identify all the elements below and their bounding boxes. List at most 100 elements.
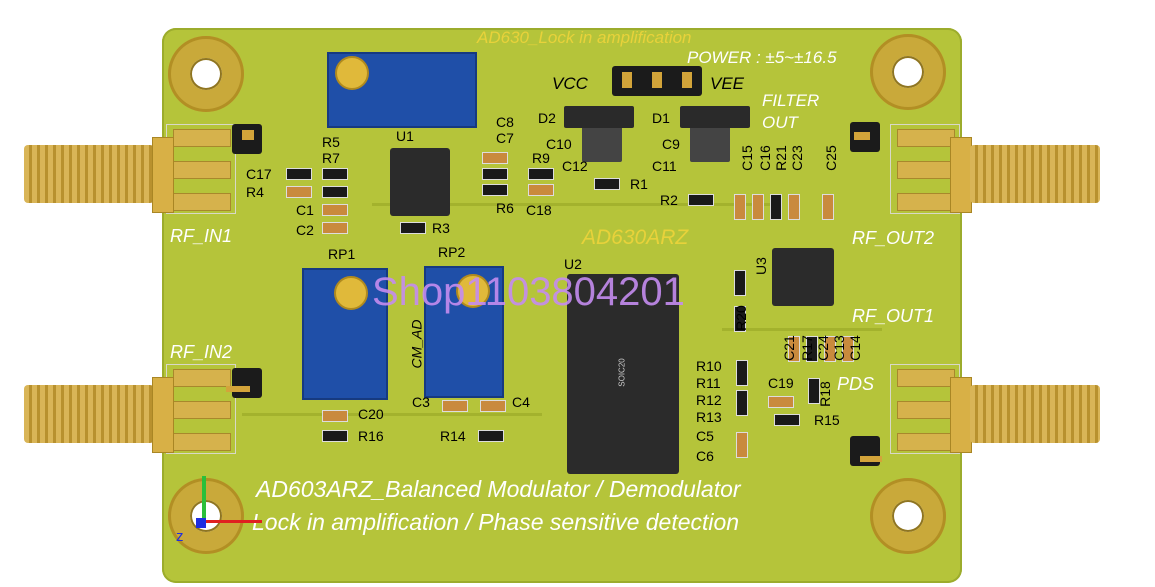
trimmer-top [327, 52, 477, 128]
label-c10: C10 [546, 136, 572, 152]
label-r13: R13 [696, 409, 722, 425]
part-c4 [480, 400, 506, 412]
sma-rf-in1 [24, 137, 224, 213]
label-c5: C5 [696, 428, 714, 444]
label-c3: C3 [412, 394, 430, 410]
sma-rf-out2 [950, 137, 1140, 213]
part-c7 [482, 168, 508, 180]
part-c21 [788, 336, 800, 362]
trimmer-rp2 [424, 266, 504, 398]
part-c1 [322, 204, 348, 216]
label-r6: R6 [496, 200, 514, 216]
part-r9 [528, 168, 554, 180]
label-r9: R9 [532, 150, 550, 166]
pcb-board: AD630_Lock in amplification POWER : ±5~±… [162, 28, 962, 583]
part-c24 [824, 336, 836, 362]
part-c25 [822, 194, 834, 220]
part-r14 [478, 430, 504, 442]
chip-u1 [390, 148, 450, 216]
axis-z [196, 518, 206, 528]
label-c25: C25 [822, 145, 839, 171]
rf-out2-label: RF_OUT2 [852, 228, 935, 248]
label-c12: C12 [562, 158, 588, 174]
top-title: AD630_Lock in amplification [477, 28, 692, 47]
mounting-hole-top-right [870, 34, 946, 110]
part-c2 [322, 222, 348, 234]
part-c22 [734, 270, 746, 296]
label-r21: R21 [772, 145, 789, 171]
part-r1 [594, 178, 620, 190]
part-c8 [482, 152, 508, 164]
label-c4: C4 [512, 394, 530, 410]
vcc-label: VCC [552, 74, 588, 93]
part-r17 [806, 336, 818, 362]
label-c2: C2 [296, 222, 314, 238]
diode-d1 [690, 126, 730, 162]
rf-out1-label: RF_OUT1 [852, 306, 935, 326]
label-cm-adj: CM_AD [408, 319, 425, 369]
label-c23: C23 [788, 145, 805, 171]
label-r12: R12 [696, 392, 722, 408]
label-r11: R11 [696, 375, 721, 391]
sma-pad-in1 [166, 124, 236, 214]
trimmer-rp1 [302, 268, 388, 400]
mounting-hole-bottom-right [870, 478, 946, 554]
header-in2 [226, 368, 262, 398]
label-r4: R4 [246, 184, 264, 200]
header-in1 [232, 124, 262, 154]
part-c23 [788, 194, 800, 220]
header-out [850, 122, 880, 152]
header-pds [850, 436, 882, 466]
part-r15 [774, 414, 800, 426]
part-c5 [736, 432, 748, 458]
diode-d2-body [564, 106, 634, 128]
part-c13 [842, 336, 854, 362]
part-r3 [400, 222, 426, 234]
bottom-title-1: AD603ARZ_Balanced Modulator / Demodulato… [256, 476, 741, 502]
label-c21: C21 [780, 335, 797, 361]
part-r18 [808, 378, 820, 404]
axis-z-label: z [176, 528, 184, 545]
part-c19 [768, 396, 794, 408]
label-r16: R16 [358, 428, 384, 444]
label-c13: C13 [830, 335, 847, 361]
part-r16 [322, 430, 348, 442]
label-c16: C16 [756, 145, 773, 171]
label-c14: C14 [846, 335, 863, 361]
label-u2: U2 [564, 256, 582, 272]
part-r7 [286, 168, 312, 180]
filter-out-label: FILTER OUT [762, 91, 820, 132]
label-c9: C9 [662, 136, 680, 152]
label-r20: R20 [732, 305, 749, 331]
label-rp2: RP2 [438, 244, 466, 260]
label-r17: R17 [798, 335, 815, 361]
label-r2: R2 [660, 192, 678, 208]
label-c19: C19 [768, 375, 794, 391]
part-r2 [688, 194, 714, 206]
part-c15 [734, 194, 746, 220]
part-r20 [734, 306, 746, 332]
label-c1: C1 [296, 202, 314, 218]
part-r4 [322, 186, 348, 198]
sma-pad-out1 [890, 364, 960, 454]
axis-x [202, 520, 262, 523]
label-c20: C20 [358, 406, 384, 422]
trace [372, 203, 772, 206]
label-c17: C17 [246, 166, 272, 182]
label-r3: R3 [432, 220, 450, 236]
part-r12 [736, 390, 748, 416]
label-c18: C18 [526, 202, 552, 218]
label-r18: R18 [816, 381, 833, 407]
label-c8: C8 [496, 114, 514, 130]
label-r10: R10 [696, 358, 722, 374]
trace [722, 328, 882, 331]
sma-rf-out1 [950, 377, 1140, 453]
label-u3: U3 [752, 257, 769, 275]
axis-y [202, 476, 206, 522]
label-d2: D2 [538, 110, 556, 126]
label-c7: C7 [496, 130, 514, 146]
label-r7: R7 [322, 150, 340, 166]
power-label: POWER : ±5~±16.5 [687, 48, 837, 67]
rf-in1-label: RF_IN1 [170, 226, 233, 246]
diode-d2 [582, 126, 622, 162]
